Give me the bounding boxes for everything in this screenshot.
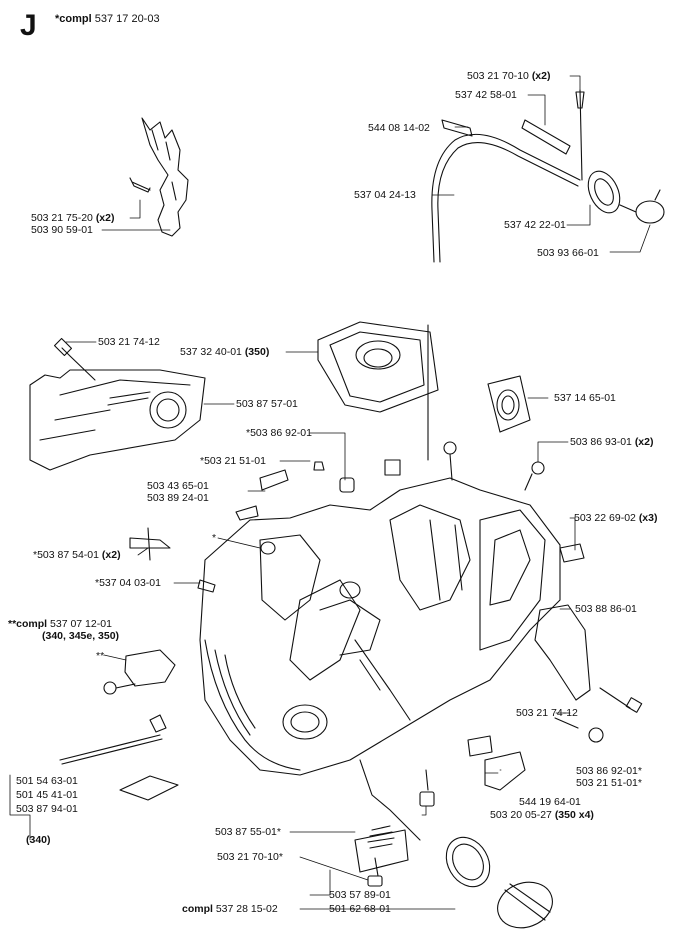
part-label: 503 21 74-12 [98,336,160,348]
compl-prefix: *compl [55,13,92,25]
part-label: (340, 345e, 350) [42,630,120,642]
small-fittings [129,441,585,593]
part-label: 537 04 24-13 [354,189,416,201]
chain-guard-plate [534,604,643,713]
crankcase [199,477,561,776]
part-label: 501 62 68-01 [329,903,391,915]
section-letter: J [20,9,37,42]
part-label: *503 21 51-01 [200,455,266,467]
bottom-parts [354,759,553,929]
part-label: 503 89 24-01 [147,492,209,504]
part-label: 503 21 70-10* [217,851,283,863]
part-label: 537 32 40-01 (350) [180,346,270,358]
part-label: 537 42 58-01 [455,89,517,101]
part-label: 503 21 70-10 (x2) [467,70,551,82]
part-label: 503 21 74-12 [516,707,578,719]
part-label: 503 57 89-01 [329,889,391,901]
part-label: 503 20 05-27 (350 x4) [490,809,594,821]
fuel-line-assembly [431,89,665,263]
part-label: 503 86 93-01 (x2) [570,436,654,448]
part-label: compl 537 28 15-02 [182,903,278,915]
part-label: 503 22 69-02 (x3) [574,512,658,524]
part-label: 503 87 55-01* [215,826,281,838]
leader-lines [9,75,651,910]
part-label: *503 87 54-01 (x2) [33,549,121,561]
part-label: 537 42 22-01 [504,219,566,231]
part-label: 503 87 94-01 [16,803,78,815]
part-label: 503 90 59-01 [31,224,93,236]
part-label: 503 21 75-20 (x2) [31,212,115,224]
part-label: 537 14 65-01 [554,392,616,404]
part-label: 544 08 14-02 [368,122,430,134]
part-label: 501 54 63-01 [16,775,78,787]
bottom-right-parts [419,717,604,807]
part-label: 503 21 51-01* [576,777,642,789]
throttle-bracket [59,649,179,801]
part-label: **compl 537 07 12-01 [8,618,112,630]
part-label: * [212,532,217,544]
part-label: ** [96,650,105,662]
part-label: *537 04 03-01 [95,577,161,589]
part-label: 503 87 57-01 [236,398,298,410]
intake-boot [487,375,531,433]
part-label: *503 86 92-01 [246,427,312,439]
bumper-spike-plate [129,117,189,237]
header-assembly-number: *compl 537 17 20-03 [55,13,160,25]
part-label: (340) [26,834,51,846]
part-label: 503 93 66-01 [537,247,599,259]
side-cover [29,337,206,471]
compl-number: 537 17 20-03 [94,13,160,25]
part-label: 503 43 65-01 [147,480,209,492]
part-label: 501 45 41-01 [16,789,78,801]
part-label: 503 88 86-01 [575,603,637,615]
part-label: 503 86 92-01* [576,765,642,777]
cylinder-cover [317,321,439,461]
part-label: 544 19 64-01 [519,796,581,808]
